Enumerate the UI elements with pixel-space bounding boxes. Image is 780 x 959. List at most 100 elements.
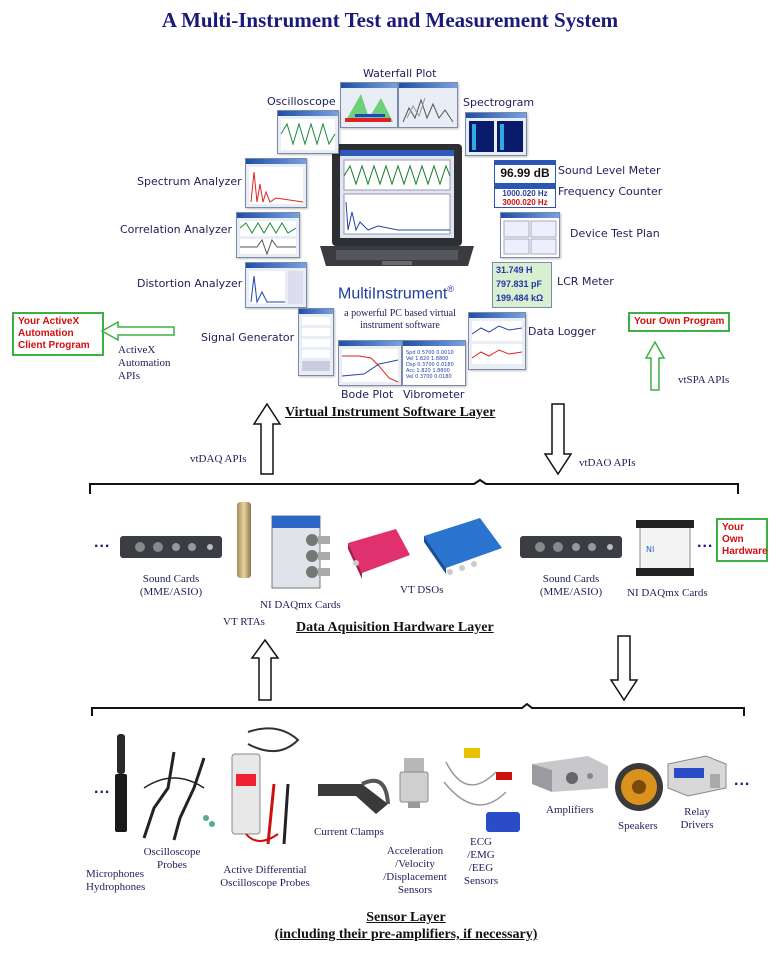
own-hardware-box: Your Own Hardware [716, 518, 768, 562]
vt-dsos-label: VT DSOs [400, 584, 444, 596]
sensor-left-ellipsis: ... [94, 780, 111, 797]
frequency-counter-label: Frequency Counter [558, 185, 663, 198]
own-program-arrow [644, 340, 666, 391]
sensor-brace [91, 702, 745, 716]
lcr-meter-label: LCR Meter [557, 275, 614, 288]
accel-line4: Sensors [397, 884, 433, 896]
software-layer-label: Virtual Instrument Software Layer [285, 405, 496, 420]
vt-dso-pink-image [344, 525, 414, 583]
spectrogram-label: Spectrogram [463, 96, 535, 109]
svg-text:Acc 1.820 1.8800: Acc 1.820 1.8800 [406, 368, 450, 374]
device-test-plan-window [500, 212, 560, 258]
sound-level-meter-label: Sound Level Meter [558, 164, 661, 177]
microphones-label-line2: Hydrophones [86, 881, 146, 893]
sensor-layer-sublabel: (including their pre-amplifiers, if nece… [274, 927, 538, 942]
amplifier-image [528, 754, 612, 794]
oscilloscope-probes-line1: Oscilloscope [143, 846, 201, 858]
svg-text:NI: NI [646, 545, 654, 554]
tagline-line1: a powerful PC based virtual [344, 308, 456, 319]
microphone-image [110, 732, 132, 836]
speakers-label: Speakers [618, 820, 658, 832]
sound-card-right-image [518, 532, 624, 562]
sensor-layer-label: Sensor Layer [366, 910, 446, 925]
oscilloscope-label: Oscilloscope [267, 95, 336, 108]
signal-generator-label: Signal Generator [201, 331, 295, 344]
spectrogram-window [465, 112, 527, 156]
speaker-image [612, 760, 666, 814]
current-clamp-image [316, 768, 392, 820]
ecg-line1: ECG [470, 836, 492, 848]
bode-plot-window [338, 340, 402, 386]
vt-rta-image [234, 500, 254, 580]
correlation-analyzer-window [236, 212, 300, 258]
accel-line3: /Displacement [383, 871, 447, 883]
sensor-right-ellipsis: ... [734, 772, 751, 789]
sound-cards-left-line2: (MME/ASIO) [139, 586, 203, 598]
ni-daqmx-right-label: NI DAQmx Cards [627, 587, 708, 599]
svg-text:Spd 0.5700 0.0010: Spd 0.5700 0.0010 [406, 350, 454, 356]
svg-text:Vel 0.3700 0.0180: Vel 0.3700 0.0180 [406, 374, 452, 380]
accel-line1: Acceleration [386, 845, 444, 857]
hardware-layer-label: Data Aquisition Hardware Layer [296, 620, 494, 635]
waterfall-plot-window-2 [398, 82, 458, 128]
activex-api-line1: ActiveX [118, 344, 156, 356]
own-program-box: Your Own Program [628, 312, 731, 332]
signal-generator-window [298, 308, 334, 376]
activex-client-box: Your ActiveX Automation Client Program [12, 312, 104, 356]
device-test-plan-label: Device Test Plan [570, 227, 660, 240]
sensor-down-arrow [609, 635, 639, 702]
hardware-brace [89, 478, 739, 494]
ni-daqmx-left-image [268, 512, 334, 592]
vtdao-down-arrow [543, 403, 573, 476]
vtdao-apis-label: vtDAO APIs [579, 457, 636, 469]
activex-api-line2: Automation [118, 357, 171, 369]
relay-drivers-line2: Drivers [680, 819, 714, 831]
hardware-left-ellipsis: ... [94, 534, 111, 551]
ecg-line4: Sensors [463, 875, 499, 887]
sound-cards-right-line1: Sound Cards [542, 573, 600, 585]
laptop-image [318, 142, 476, 282]
vt-dso-blue-image [420, 514, 506, 580]
microphones-label-line1: Microphones [86, 868, 145, 880]
activex-arrow [100, 320, 175, 342]
oscilloscope-probes-image [134, 748, 218, 844]
hardware-right-ellipsis: ... [697, 534, 714, 551]
correlation-analyzer-label: Correlation Analyzer [120, 223, 233, 236]
active-differential-line1: Active Differential [223, 864, 307, 876]
current-clamps-label: Current Clamps [314, 826, 384, 838]
sound-cards-left-line1: Sound Cards [142, 573, 200, 585]
distortion-analyzer-window [245, 262, 307, 308]
svg-text:Dsp 0.3700 0.0180: Dsp 0.3700 0.0180 [406, 362, 454, 368]
tagline-line2: instrument software [360, 320, 440, 331]
activex-api-line3: APIs [118, 370, 141, 382]
lcr-meter-display: 31.749 H 797.831 pF 199.484 kΩ [492, 262, 552, 308]
vt-rtas-label: VT RTAs [223, 616, 265, 628]
ecg-line3: /EEG [468, 862, 494, 874]
sound-level-meter-display: 96.99 dB [494, 160, 556, 184]
sensor-up-arrow [250, 638, 280, 701]
vtspa-apis-label: vtSPA APIs [678, 374, 730, 386]
ecg-line2: /EMG [467, 849, 495, 861]
sound-cards-right-line2: (MME/ASIO) [539, 586, 603, 598]
accel-line2: /Velocity [395, 858, 435, 870]
ecg-sensor-image [436, 742, 530, 842]
oscilloscope-probes-line2: Probes [157, 859, 187, 871]
spectrum-analyzer-window [245, 158, 307, 208]
frequency-counter-display: 1000.020 Hz 3000.020 Hz [494, 184, 556, 208]
active-differential-probe-image [218, 724, 316, 852]
vtdaq-apis-label: vtDAQ APIs [190, 453, 247, 465]
active-differential-line2: Oscilloscope Probes [220, 877, 310, 889]
svg-text:Vel 1.820 1.8800: Vel 1.820 1.8800 [406, 356, 449, 362]
relay-drivers-line1: Relay [684, 806, 710, 818]
ni-daqmx-left-label: NI DAQmx Cards [260, 599, 341, 611]
accelerometer-image [396, 756, 432, 810]
data-logger-label: Data Logger [528, 325, 596, 338]
relay-driver-image [666, 754, 728, 800]
waterfall-plot-label: Waterfall Plot [363, 67, 437, 80]
waterfall-plot-window [340, 82, 398, 128]
vibrometer-label: Vibrometer [403, 388, 465, 401]
sound-card-left-image [118, 532, 224, 562]
data-logger-window [468, 312, 526, 370]
bode-plot-label: Bode Plot [341, 388, 394, 401]
